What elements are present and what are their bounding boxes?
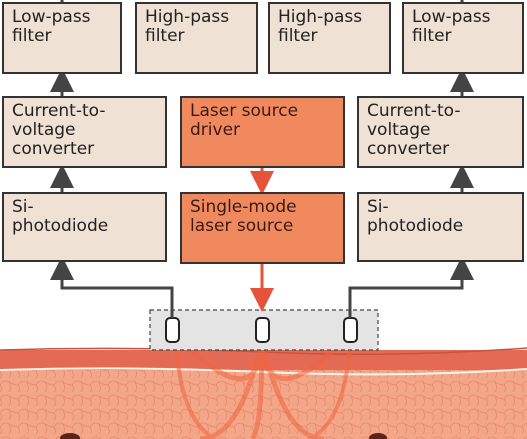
light-scatter-paths [174,333,352,439]
probe-port-left [165,317,180,343]
signal-arrows [50,0,474,318]
deep-structures [60,433,387,439]
high-pass-filter-right: High-pass filter [268,2,391,74]
laser-source-driver: Laser source driver [180,96,345,168]
probe-port-center [255,317,270,343]
current-to-voltage-converter-left: Current-to- voltage converter [2,96,167,168]
low-pass-filter-left: Low-pass filter [2,2,122,74]
probe-port-right [343,317,358,343]
single-mode-laser-source: Single-mode laser source [180,192,345,264]
si-photodiode-left: Si- photodiode [2,192,167,262]
low-pass-filter-right: Low-pass filter [402,2,524,74]
current-to-voltage-converter-right: Current-to- voltage converter [357,96,524,168]
si-photodiode-right: Si- photodiode [357,192,524,262]
high-pass-filter-left: High-pass filter [135,2,258,74]
